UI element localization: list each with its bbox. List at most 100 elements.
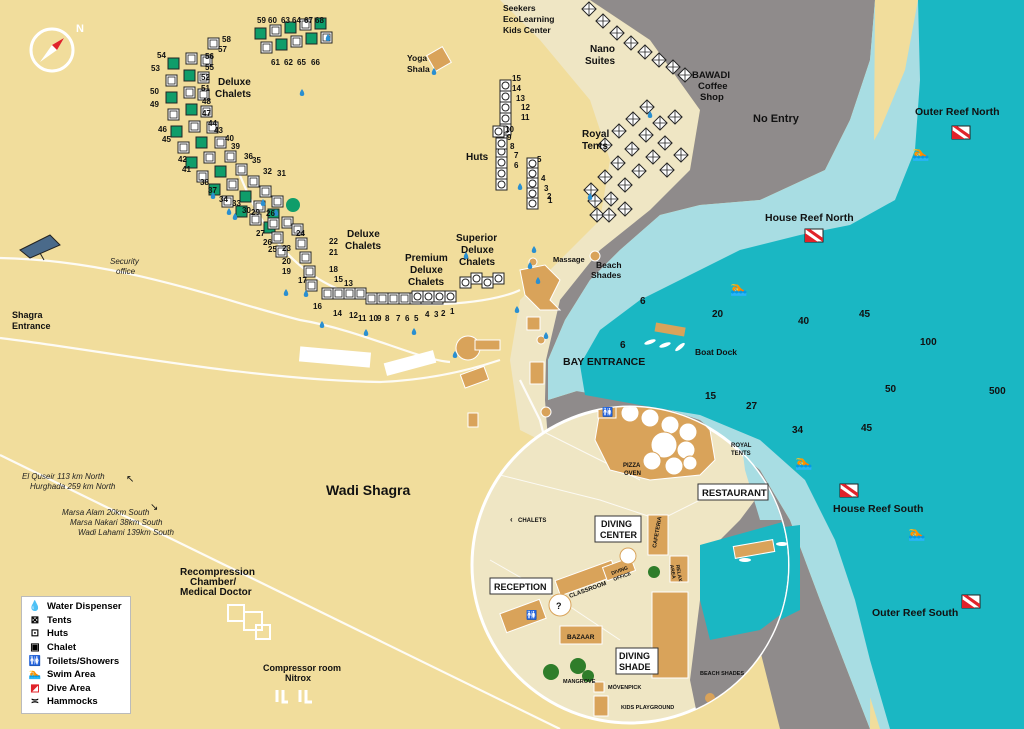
compressor-building-icon <box>275 690 312 704</box>
chalet-icon <box>187 54 196 63</box>
unit-number: 13 <box>516 94 525 103</box>
unit-number: 41 <box>182 165 191 174</box>
depth-label: 50 <box>885 384 897 395</box>
swimmer-icon: 🏊 <box>730 280 747 297</box>
hut-icon <box>446 292 455 301</box>
unit-number: 4 <box>425 310 430 319</box>
tent-icon <box>673 147 689 163</box>
unit-number: 49 <box>150 100 159 109</box>
unit-number: 63 <box>281 16 290 25</box>
unit-number: 14 <box>512 84 521 93</box>
inset-diving-center-1: DIVING <box>601 519 632 529</box>
chalet-icon <box>281 216 294 229</box>
tent-icon <box>625 111 641 127</box>
water-drop-icon <box>543 332 549 339</box>
unit-number: 25 <box>268 245 277 254</box>
chalet-icon <box>235 205 248 218</box>
chalet-icon <box>271 195 284 208</box>
chalet-icon <box>251 215 260 224</box>
pool-dot <box>286 198 300 212</box>
chalet-icon <box>254 27 267 40</box>
compass: N <box>29 23 84 73</box>
chalet-icon <box>277 247 286 256</box>
hut-icon <box>501 81 510 90</box>
tent-icon <box>659 162 675 178</box>
direction-north-1: El Quseir 113 km North <box>22 472 105 481</box>
unit-number: 51 <box>201 84 210 93</box>
bawadi-label-1: BAWADI <box>692 70 730 81</box>
chalet-icon <box>275 245 288 258</box>
unit-number: 1 <box>548 196 553 205</box>
water-drop-icon <box>283 289 289 296</box>
unit-number: 56 <box>205 52 214 61</box>
hut-icon <box>528 199 537 208</box>
unit-number: 50 <box>150 87 159 96</box>
inset-bazaar: BAZAAR <box>567 634 595 641</box>
chalet-icon <box>249 213 262 226</box>
tent-icon <box>665 59 681 75</box>
hut-icon <box>494 274 503 283</box>
legend-label: Huts <box>47 628 69 640</box>
legend-label: Swim Area <box>47 669 96 681</box>
chalet-icon <box>226 152 235 161</box>
chalet-icon <box>284 21 297 34</box>
tent-icon <box>631 163 647 179</box>
chalet-icon <box>167 76 176 85</box>
dive-site-outer-reef-south: Outer Reef South <box>872 607 958 619</box>
beach-shades-label-1: Beach <box>596 260 622 270</box>
unit-number: 54 <box>157 51 166 60</box>
inset-cafeteria: CAFETERIA <box>652 516 663 548</box>
inset-pizza-oven-1: PIZZA <box>623 463 641 469</box>
inset-diving-office-1: DIVING <box>611 565 629 577</box>
tents <box>581 1 693 223</box>
tent-icon <box>617 177 633 193</box>
chalet-icon <box>167 57 180 70</box>
tent-icon <box>617 201 633 217</box>
legend-label: Water Dispenser <box>47 601 122 613</box>
compass-north-label: N <box>76 23 84 35</box>
water-drop-icon <box>514 306 520 313</box>
chalet-icon <box>247 175 260 188</box>
chalet-icon <box>273 197 282 206</box>
hut-icon <box>444 290 457 303</box>
inset-diving-shade-2: SHADE <box>619 662 651 672</box>
resort-inset: RESTAURANT ROYAL TENTS PIZZA OVEN CHALET… <box>470 405 790 725</box>
water-drop-icon: 💧 <box>28 601 42 613</box>
hut-icon <box>501 103 510 112</box>
depth-label: 27 <box>746 401 758 412</box>
depth-label: 15 <box>705 391 717 402</box>
bawadi-label-2: Coffee <box>698 81 728 92</box>
unit-number: 2 <box>441 309 446 318</box>
hut-icon <box>461 278 470 287</box>
unit-number: 67 <box>304 16 313 25</box>
royal-tents-label-2: Tents <box>582 141 608 152</box>
legend-item: ▣Chalet <box>28 641 124 655</box>
dive-sites: Outer Reef North House Reef North House … <box>765 106 1000 619</box>
chalet-icon <box>273 233 282 242</box>
tent-icon <box>677 67 693 83</box>
tent-icon <box>645 149 661 165</box>
inset-diving-shade-1: DIVING <box>619 651 650 661</box>
chalet-icon <box>305 32 318 45</box>
unit-number: 30 <box>242 206 251 215</box>
chalet-icon <box>224 150 237 163</box>
legend-item: ⊠Tents <box>28 614 124 628</box>
boat-dock-label: Boat Dock <box>695 347 737 357</box>
seekers-label-1: Seekers <box>503 3 536 13</box>
toilet-icon: 🚻 <box>602 406 613 417</box>
unit-number: 48 <box>202 97 211 106</box>
shagra-entrance-label-1: Shagra <box>12 310 44 320</box>
hut-icon <box>528 159 537 168</box>
water-drop-icon <box>647 111 653 118</box>
chalet-icon <box>200 105 213 118</box>
chalet-icon <box>235 163 248 176</box>
massage-label: Massage <box>553 255 585 264</box>
chalet-icon <box>299 251 312 264</box>
unit-number: 18 <box>329 265 338 274</box>
chalet-icon <box>205 153 214 162</box>
chalet-icon <box>207 37 220 50</box>
chalet-icon <box>199 90 208 99</box>
tent-icon <box>651 52 667 68</box>
hut-icon <box>492 125 505 138</box>
